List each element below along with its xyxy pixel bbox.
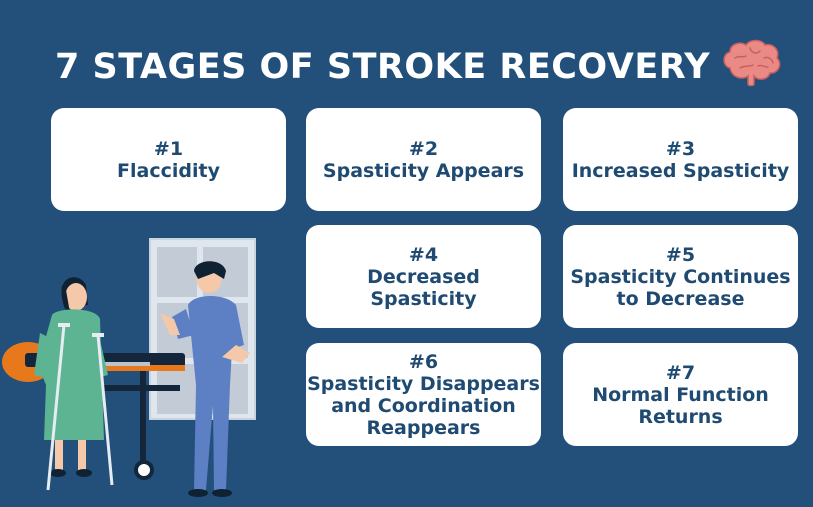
rehab-illustration — [2, 238, 256, 497]
stage-label: Decreased Spasticity — [367, 265, 480, 310]
stage-card-3: #3 Increased Spasticity — [563, 108, 798, 211]
stage-label: Increased Spasticity — [571, 159, 790, 182]
stage-label: Flaccidity — [117, 159, 220, 182]
stage-card-5: #5 Spasticity Continues to Decrease — [563, 225, 798, 328]
stage-card-1: #1 Flaccidity — [51, 108, 286, 211]
stage-number: #2 — [408, 137, 439, 160]
stage-card-4: #4 Decreased Spasticity — [306, 225, 541, 328]
stage-card-6: #6 Spasticity Disappears and Coordinatio… — [306, 343, 541, 446]
stage-number: #3 — [665, 137, 696, 160]
stage-label: Spasticity Appears — [322, 159, 525, 182]
brain-icon — [723, 39, 781, 87]
page-title: 7 STAGES OF STROKE RECOVERY — [55, 47, 711, 87]
nurse-illustration — [160, 261, 250, 497]
stage-label: Normal Function Returns — [592, 383, 769, 428]
stage-number: #1 — [153, 137, 184, 160]
stage-number: #6 — [408, 350, 439, 373]
stage-number: #7 — [665, 361, 696, 384]
stage-label: Spasticity Disappears and Coordination R… — [307, 372, 540, 439]
patient-illustration — [34, 277, 114, 491]
stage-card-7: #7 Normal Function Returns — [563, 343, 798, 446]
stage-label: Spasticity Continues to Decrease — [570, 265, 791, 310]
stage-number: #5 — [665, 243, 696, 266]
stage-number: #4 — [408, 243, 439, 266]
stage-card-2: #2 Spasticity Appears — [306, 108, 541, 211]
